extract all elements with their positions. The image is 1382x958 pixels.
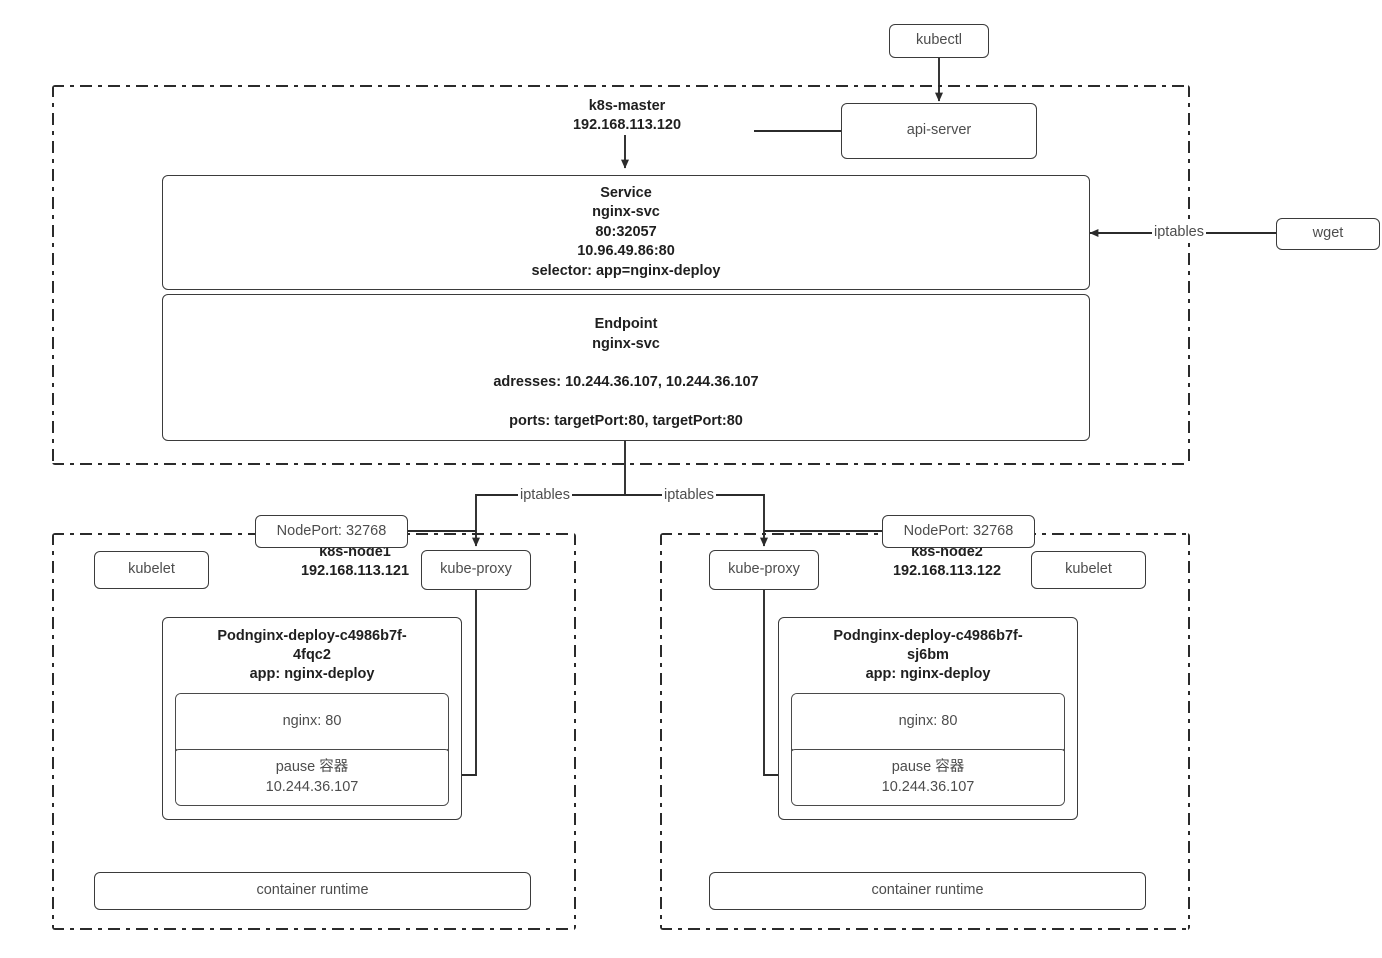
node1-pod-title: Podnginx-deploy-c4986b7f- 4fqc2 app: ngi… [163,618,461,684]
node2-pod-title-line1: Podnginx-deploy-c4986b7f- [833,628,1023,644]
node1-kube-proxy-box[interactable]: kube-proxy [421,550,531,590]
k8s-master-name: k8s-master [588,98,666,114]
service-ports: 80:32057 [595,223,657,240]
node2-container-nginx[interactable]: nginx: 80 [792,694,1064,751]
node1-container-pause[interactable]: pause 容器 10.244.36.107 [176,748,448,805]
service-selector: selector: app=nginx-deploy [531,262,721,279]
node2-nodeport-box[interactable]: NodePort: 32768 [882,515,1035,548]
node2-container-runtime-box[interactable]: container runtime [709,872,1146,910]
wget-edge-label: iptables [1152,224,1206,240]
node1-pod-containers: nginx: 80 pause 容器 10.244.36.107 [175,693,449,806]
k8s-master-label: k8s-master 192.168.113.120 [500,97,754,135]
node1-kubelet-box[interactable]: kubelet [94,551,209,589]
service-name: nginx-svc [592,204,660,221]
node1-pod-title-line2: 4fqc2 [293,647,331,664]
node2-pod-app-label: app: nginx-deploy [865,666,991,683]
node2-kube-proxy-box[interactable]: kube-proxy [709,550,819,590]
node2-pod-box[interactable]: Podnginx-deploy-c4986b7f- sj6bm app: ngi… [778,617,1078,820]
node1-pod-app-label: app: nginx-deploy [249,666,375,683]
wget-box[interactable]: wget [1276,218,1380,250]
node2-pause-name: pause 容器 [891,759,965,776]
iptables-label-node2: iptables [662,487,716,503]
node2-kubelet-box[interactable]: kubelet [1031,551,1146,589]
service-box[interactable]: Service nginx-svc 80:32057 10.96.49.86:8… [162,175,1090,290]
node2-pod-title: Podnginx-deploy-c4986b7f- sj6bm app: ngi… [779,618,1077,684]
node1-pod-box[interactable]: Podnginx-deploy-c4986b7f- 4fqc2 app: ngi… [162,617,462,820]
node1-pause-ip: 10.244.36.107 [265,778,359,795]
k8s-node2-name: k8s-node2 [911,544,983,560]
endpoint-addresses: adresses: 10.244.36.107, 10.244.36.107 [493,374,759,391]
k8s-node2-label: k8s-node2 192.168.113.122 [830,543,1064,581]
endpoint-ports: ports: targetPort:80, targetPort:80 [509,412,743,429]
node1-nodeport-box[interactable]: NodePort: 32768 [255,515,408,548]
api-server-box[interactable]: api-server [841,103,1037,159]
node2-pod-title-line2: sj6bm [907,647,949,664]
k8s-node1-name: k8s-node1 [319,544,391,560]
node1-pod-title-line1: Podnginx-deploy-c4986b7f- [217,628,407,644]
k8s-node2-ip: 192.168.113.122 [892,562,1002,579]
service-heading: Service [600,184,652,201]
endpoint-name: nginx-svc [592,335,660,352]
k8s-node1-label: k8s-node1 192.168.113.121 [238,543,472,581]
k8s-node1-ip: 192.168.113.121 [300,562,410,579]
k8s-master-ip: 192.168.113.120 [572,116,682,133]
node2-pause-ip: 10.244.36.107 [881,778,975,795]
endpoint-heading: Endpoint [594,316,658,332]
node1-pause-name: pause 容器 [275,759,349,776]
endpoint-box[interactable]: Endpoint nginx-svc adresses: 10.244.36.1… [162,294,1090,441]
kubectl-box[interactable]: kubectl [889,24,989,58]
node2-container-pause[interactable]: pause 容器 10.244.36.107 [792,748,1064,805]
node1-container-runtime-box[interactable]: container runtime [94,872,531,910]
service-cluster-ip: 10.96.49.86:80 [577,243,675,260]
node1-container-nginx[interactable]: nginx: 80 [176,694,448,751]
iptables-label-node1: iptables [518,487,572,503]
node2-pod-containers: nginx: 80 pause 容器 10.244.36.107 [791,693,1065,806]
